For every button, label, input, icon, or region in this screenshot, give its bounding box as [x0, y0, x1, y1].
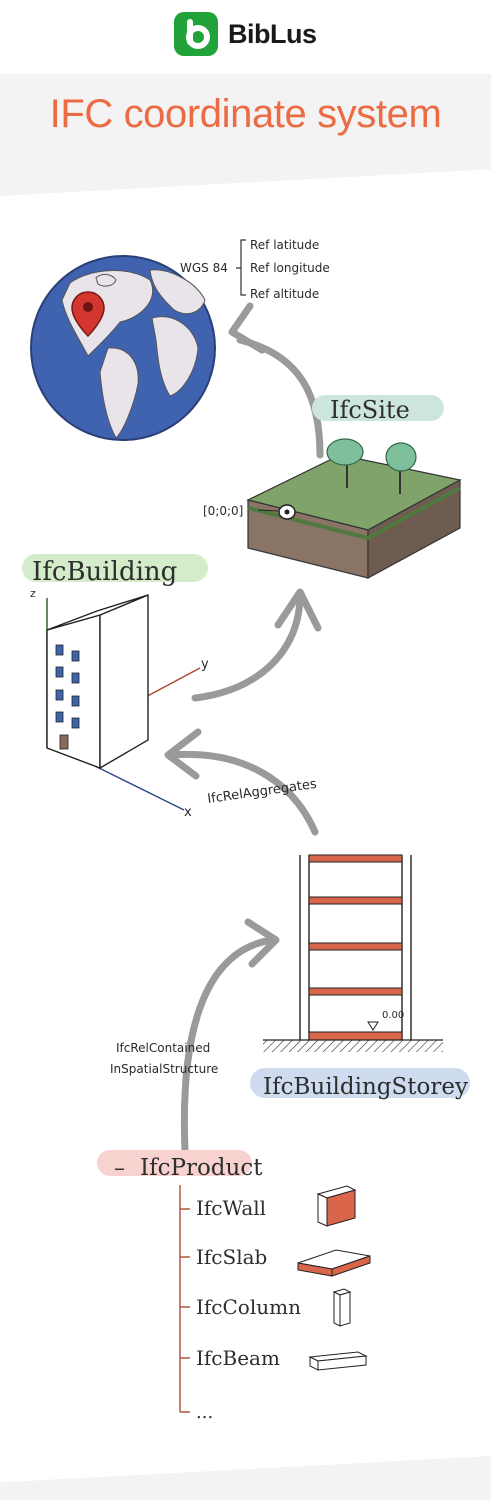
product-label-highlight: [97, 1150, 252, 1176]
site-origin-label: [0;0;0]: [203, 504, 243, 518]
product-tree-lines: [179, 1185, 190, 1413]
storey-elevation-label: 0.00: [382, 1010, 404, 1021]
building-to-site-arrow: [191, 591, 304, 702]
ref-bracket: [236, 239, 246, 296]
building-to-site-arrowhead: [274, 588, 322, 632]
product-dash: –: [114, 1156, 125, 1181]
storey-label-highlight: [250, 1068, 470, 1098]
ifc-site-label: IfcSite: [330, 396, 410, 424]
slab-icon: [297, 1249, 371, 1277]
product-more-ellipsis: ...: [196, 1402, 213, 1423]
ref-latitude-label: Ref latitude: [250, 238, 319, 252]
site-terrain: [246, 438, 462, 580]
brand-name: BibLus: [228, 18, 317, 49]
storey-illustration: [263, 854, 443, 1052]
in-spatial-structure-label: InSpatialStructure: [110, 1062, 218, 1076]
y-axis-label: y: [201, 657, 209, 672]
beam-icon: [308, 1351, 368, 1371]
site-to-globe-arrow: [236, 336, 324, 459]
product-child-ifc-slab: IfcSlab: [196, 1245, 267, 1269]
ifc-rel-contained-label: IfcRelContained: [116, 1041, 210, 1055]
site-to-globe-arrowhead: [228, 302, 266, 354]
product-child-ifc-wall: IfcWall: [196, 1196, 266, 1220]
ifc-building-storey-label: IfcBuildingStorey: [263, 1074, 468, 1100]
ref-altitude-label: Ref altitude: [250, 287, 319, 301]
building-label-highlight: [22, 554, 208, 582]
z-axis-label: z: [30, 587, 36, 600]
globe-illustration: [30, 255, 216, 441]
product-child-ifc-beam: IfcBeam: [196, 1346, 280, 1370]
site-label-highlight: [312, 395, 444, 421]
x-axis-label: x: [184, 805, 192, 820]
ifc-product-label: IfcProduct: [140, 1155, 263, 1181]
product-to-storey-arrowhead: [244, 918, 280, 968]
ref-longitude-label: Ref longitude: [250, 261, 330, 275]
wgs84-label: WGS 84: [180, 261, 228, 275]
page-title: IFC coordinate system: [49, 92, 442, 136]
building-illustration: [46, 593, 149, 770]
column-icon: [332, 1288, 352, 1327]
biblus-logo[interactable]: BibLus: [174, 12, 317, 56]
product-child-ifc-column: IfcColumn: [196, 1295, 301, 1319]
storey-to-building-arrowhead: [164, 728, 202, 780]
site-origin-marker: [257, 504, 296, 520]
ifc-building-label: IfcBuilding: [32, 557, 177, 587]
wall-icon: [316, 1185, 357, 1227]
storey-to-building-arrow: [168, 750, 319, 836]
header-bar: BibLus: [0, 0, 491, 72]
biblus-logo-icon: [174, 12, 218, 56]
map-pin-icon: [71, 291, 105, 338]
product-to-storey-arrow: [180, 936, 276, 1154]
